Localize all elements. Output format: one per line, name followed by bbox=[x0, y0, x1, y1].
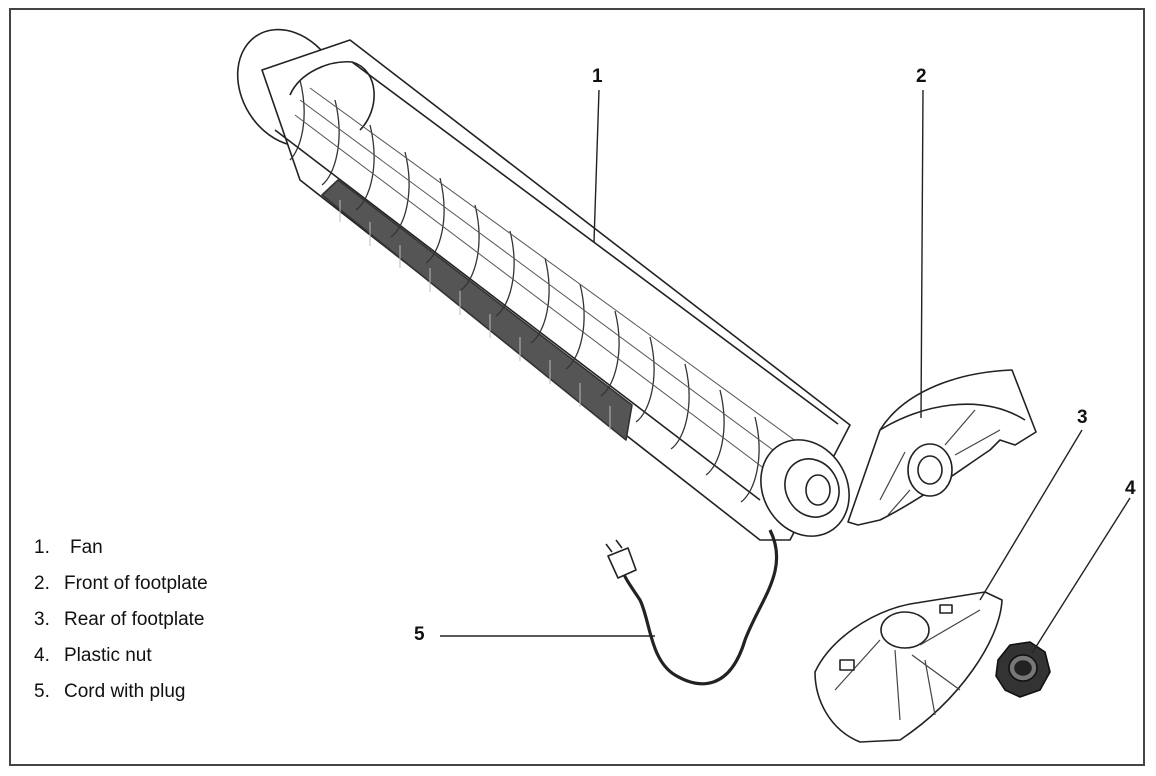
plastic-nut bbox=[995, 641, 1051, 698]
fan-tower bbox=[236, 28, 851, 541]
legend-number: 3. bbox=[34, 609, 50, 630]
legend-label: Plastic nut bbox=[64, 645, 152, 666]
callout-3: 3 bbox=[1077, 407, 1088, 428]
callout-4: 4 bbox=[1125, 478, 1136, 499]
callout-1: 1 bbox=[592, 66, 603, 87]
legend-item-fan: 1. Fan bbox=[34, 530, 208, 566]
legend-label: Rear of footplate bbox=[64, 609, 205, 630]
callout-2: 2 bbox=[916, 66, 927, 87]
legend-item-front-footplate: 2. Front of footplate bbox=[34, 566, 208, 602]
legend-label: Fan bbox=[70, 537, 103, 558]
rear-footplate bbox=[814, 591, 1003, 743]
legend-label: Front of footplate bbox=[64, 573, 208, 594]
leader-lines bbox=[440, 89, 1131, 654]
legend-number: 5. bbox=[34, 681, 50, 702]
legend-number: 1. bbox=[34, 537, 50, 558]
legend-number: 4. bbox=[34, 645, 50, 666]
legend-number: 2. bbox=[34, 573, 50, 594]
cord-with-plug bbox=[605, 529, 779, 686]
legend-item-cord-with-plug: 5. Cord with plug bbox=[34, 674, 208, 710]
front-footplate bbox=[847, 369, 1037, 526]
callout-5: 5 bbox=[414, 624, 425, 645]
legend-label: Cord with plug bbox=[64, 681, 186, 702]
legend-item-rear-footplate: 3. Rear of footplate bbox=[34, 602, 208, 638]
legend-item-plastic-nut: 4. Plastic nut bbox=[34, 638, 208, 674]
parts-legend: 1. Fan 2. Front of footplate 3. Rear of foo… bbox=[34, 530, 208, 710]
